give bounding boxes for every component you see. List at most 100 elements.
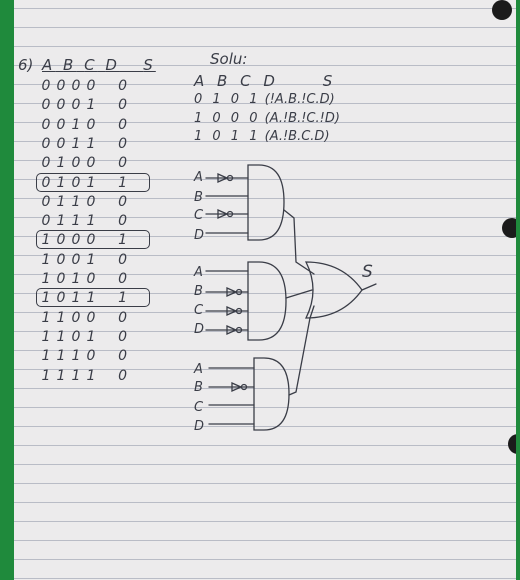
ruled-line (14, 445, 516, 446)
highlighted-row-box (36, 230, 150, 250)
ruled-line (14, 559, 516, 560)
truth-table-cell: 0 (56, 116, 69, 133)
not-gate-2b (226, 286, 238, 298)
truth-table-output-cell: 0 (118, 367, 130, 384)
punch-hole-top (492, 0, 512, 20)
truth-table-cell: 0 (41, 213, 54, 230)
truth-table-cell: 1 (71, 271, 84, 287)
truth-table-cell: 0 (86, 309, 99, 326)
truth-table-cell: 0 (41, 155, 54, 172)
truth-table-cell: 1 (56, 328, 69, 345)
gate1-input-b: B (194, 190, 203, 205)
truth-table-cell: 0 (86, 193, 99, 210)
ruled-line (14, 426, 516, 427)
solution-header: A B C D S (194, 72, 337, 90)
truth-table-cell: 0 (86, 348, 99, 365)
gate1-input-c: C (194, 208, 204, 223)
truth-table-output-cell: 0 (118, 116, 130, 133)
truth-table-cell: 1 (86, 251, 99, 268)
truth-table-output-cell: 0 (118, 213, 130, 230)
truth-table-output-cell: 0 (118, 271, 130, 287)
solution-row-1: 0 1 0 1 (!A.B.!C.D) (194, 92, 335, 107)
ruled-line (14, 350, 516, 351)
truth-table-cell: 1 (56, 348, 69, 365)
gate2-input-c: C (194, 303, 204, 318)
truth-table-cell: 1 (41, 348, 54, 365)
ruled-line (14, 407, 516, 408)
truth-table-cell: 1 (71, 116, 84, 133)
gate3-input-b: B (194, 380, 203, 395)
truth-table-cell: 1 (56, 174, 69, 191)
truth-table-output-cell: 0 (118, 155, 130, 172)
truth-table-cell: 1 (41, 290, 54, 307)
truth-table-cell: 0 (71, 232, 84, 249)
truth-table-cell: 1 (86, 213, 99, 230)
truth-table-cell: 0 (56, 97, 69, 114)
and-gate-2 (247, 261, 287, 341)
truth-table-cell: 0 (56, 271, 69, 287)
truth-table-cell: 0 (86, 271, 99, 287)
ruled-line (14, 312, 516, 313)
gate3-input-d: D (194, 419, 205, 434)
truth-table-cell: 0 (41, 193, 54, 210)
truth-table-cell: 1 (71, 193, 84, 210)
truth-table-output-cell: 0 (118, 251, 130, 268)
truth-table-cell: 1 (56, 213, 69, 230)
truth-table-cell: 1 (86, 367, 99, 384)
truth-table-cell: 0 (71, 78, 84, 94)
ruled-line (14, 236, 516, 237)
truth-table-cell: 0 (71, 328, 84, 345)
ruled-line (14, 502, 516, 503)
truth-table-cell: 1 (71, 135, 84, 152)
gate2-input-a: A (194, 265, 203, 280)
ruled-line (14, 255, 516, 256)
truth-table-cell: 1 (86, 290, 99, 307)
not-gate-1a (217, 172, 229, 184)
truth-table-header: A B C D S (42, 56, 156, 74)
not-gate-3b (231, 381, 243, 393)
truth-table-cell: 1 (86, 97, 99, 114)
highlighted-row-box (36, 288, 150, 308)
truth-table-cell: 0 (86, 116, 99, 133)
truth-table-cell: 1 (41, 328, 54, 345)
and-gate-3 (253, 357, 290, 431)
ruled-line (14, 141, 516, 142)
truth-table-cell: 0 (41, 135, 54, 152)
ruled-line (14, 521, 516, 522)
truth-table-cell: 1 (71, 348, 84, 365)
truth-table-cell: 0 (71, 174, 84, 191)
truth-table-cell: 1 (86, 135, 99, 152)
truth-table-cell: 1 (86, 328, 99, 345)
truth-table-cell: 1 (71, 290, 84, 307)
truth-table-output-cell: 0 (118, 328, 130, 345)
truth-table-cell: 0 (56, 232, 69, 249)
truth-table-cell: 0 (86, 155, 99, 172)
ruled-line (14, 217, 516, 218)
truth-table-cell: 1 (56, 155, 69, 172)
truth-table-cell: 1 (56, 367, 69, 384)
solution-row-2: 1 0 0 0 (A.!B.!C.!D) (194, 111, 340, 126)
truth-table-cell: 0 (86, 232, 99, 249)
truth-table-output-cell: 1 (118, 290, 130, 307)
truth-table-output-cell: 0 (118, 348, 130, 365)
highlighted-row-box (36, 172, 150, 192)
truth-table-cell: 1 (71, 213, 84, 230)
ruled-line (14, 388, 516, 389)
truth-table-cell: 0 (41, 97, 54, 114)
truth-table-cell: 1 (41, 251, 54, 268)
solution-row-3: 1 0 1 1 (A.!B.C.D) (194, 129, 330, 144)
truth-table-cell: 0 (41, 78, 54, 94)
truth-table-cell: 0 (56, 135, 69, 152)
truth-table-cell: 1 (56, 193, 69, 210)
punch-hole-bottom (508, 434, 516, 454)
ruled-line (14, 122, 516, 123)
